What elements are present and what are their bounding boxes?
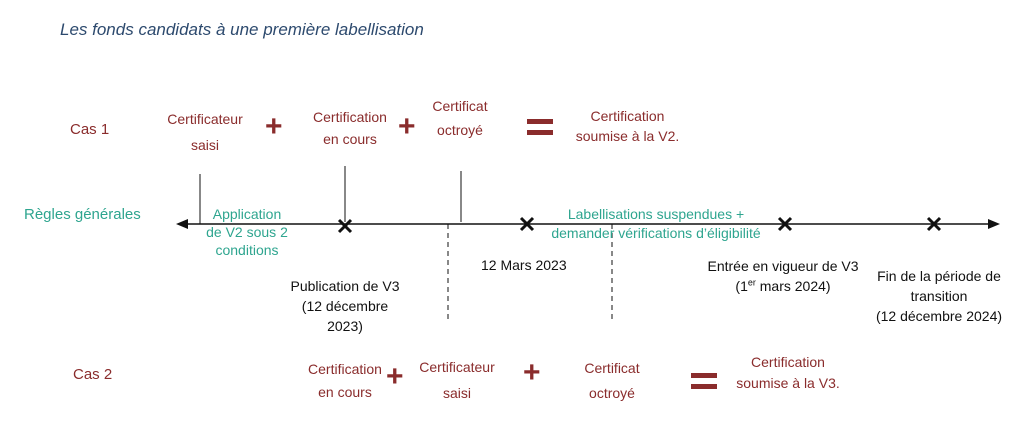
timeline-arrow-right	[988, 219, 1000, 229]
milestone-v3-entry: Entrée en vigueur de V3 (1er mars 2024)	[707, 258, 859, 294]
phase-labellisations-suspendues: Labellisations suspendues +demander véri…	[551, 206, 761, 241]
cas2-plus-1: +	[386, 360, 404, 393]
cas2-equals-sign	[691, 373, 717, 395]
cas1-plus-1: +	[265, 110, 283, 143]
milestone-marker-march-2023	[519, 216, 535, 232]
milestone-marker-transition-end	[926, 216, 942, 232]
row-label-regles: Règles générales	[24, 206, 141, 223]
milestone-marker-v3-entry	[777, 216, 793, 232]
row-label-cas1: Cas 1	[70, 121, 110, 138]
cas1-plus-2: +	[398, 110, 416, 143]
milestone-marker-v3-publication	[337, 218, 353, 234]
diagram-title: Les fonds candidats à une première label…	[60, 20, 424, 39]
milestone-march-2023: 12 Mars 2023	[481, 257, 567, 273]
timeline-arrow-left	[176, 219, 188, 229]
cas2-plus-2: +	[523, 356, 541, 389]
row-label-cas2: Cas 2	[73, 366, 113, 383]
cas1-equals-sign	[527, 119, 553, 141]
